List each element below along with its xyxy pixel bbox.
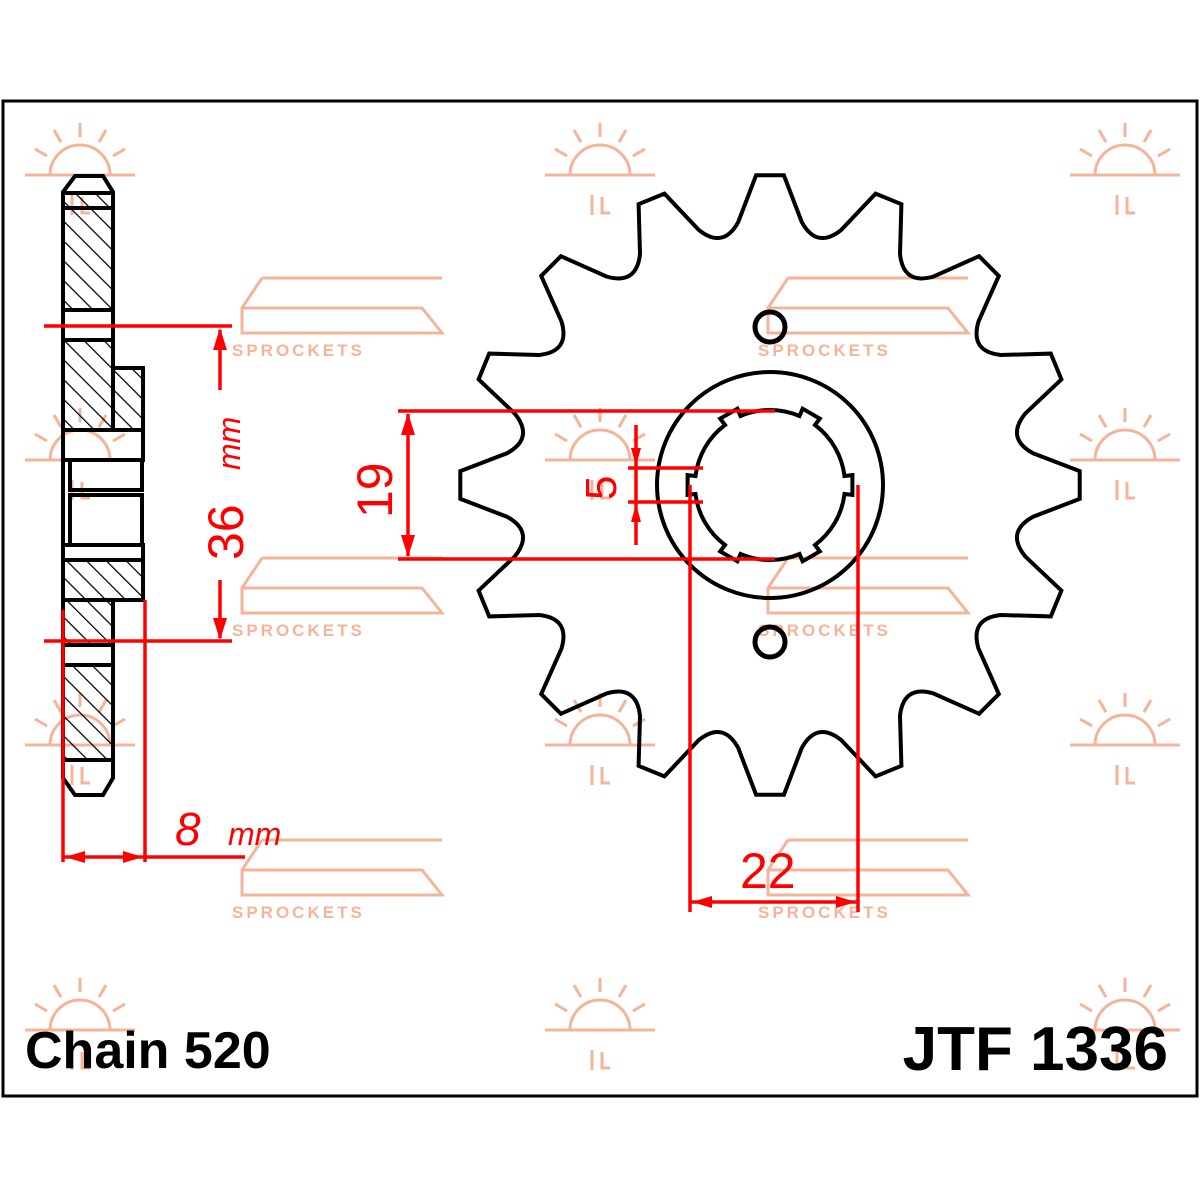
watermark-layer: SPROCKETS SPROCKETS SPROCKETS SPROCKETS SPRO… <box>25 123 1180 1070</box>
jt-sprockets-watermark: SPROCKETS <box>232 276 446 360</box>
side-profile <box>61 174 145 797</box>
bolt-hole <box>752 624 788 660</box>
sun-logo-watermark <box>1070 123 1180 215</box>
width-value: 8 <box>175 803 201 855</box>
front-view <box>458 173 1082 797</box>
spline-tooth-width-value: 5 <box>577 476 626 500</box>
width-unit: mm <box>228 816 281 852</box>
inner-diameter-value: 36 <box>198 504 254 560</box>
hub-circle <box>655 370 885 600</box>
part-number: JTF 1336 <box>903 1015 1168 1084</box>
sun-logo-watermark <box>545 123 655 215</box>
sun-logo-watermark <box>545 408 655 500</box>
side-dimensions <box>44 324 245 863</box>
spline-bore <box>685 405 855 565</box>
svg-text:SPROCKETS: SPROCKETS <box>758 903 891 922</box>
sun-logo-watermark <box>545 978 655 1070</box>
jt-sprockets-watermark: SPROCKETS <box>758 838 972 922</box>
svg-text:SPROCKETS: SPROCKETS <box>232 341 365 360</box>
drawing-frame <box>1 99 1199 1098</box>
jt-sprockets-watermark: SPROCKETS <box>232 838 446 922</box>
bolt-spacing-value: 22 <box>740 843 796 899</box>
jt-sprockets-watermark: SPROCKETS <box>758 556 972 640</box>
sun-logo-watermark <box>1070 408 1180 500</box>
inner-diameter-unit: mm <box>211 417 247 470</box>
svg-text:SPROCKETS: SPROCKETS <box>232 621 365 640</box>
jt-sprockets-watermark: SPROCKETS <box>232 556 446 640</box>
jt-sprockets-watermark: SPROCKETS <box>758 276 972 360</box>
svg-text:SPROCKETS: SPROCKETS <box>232 903 365 922</box>
front-dimensions <box>398 409 860 912</box>
sun-logo-watermark <box>1070 693 1180 785</box>
sun-logo-watermark <box>25 978 135 1070</box>
spline-major-value: 19 <box>347 462 403 518</box>
svg-text:SPROCKETS: SPROCKETS <box>758 621 891 640</box>
chain-label: Chain 520 <box>25 1022 271 1080</box>
svg-text:SPROCKETS: SPROCKETS <box>758 341 891 360</box>
sun-logo-watermark <box>1070 978 1180 1070</box>
bolt-hole <box>752 309 788 345</box>
sprocket-outline <box>458 173 1082 797</box>
